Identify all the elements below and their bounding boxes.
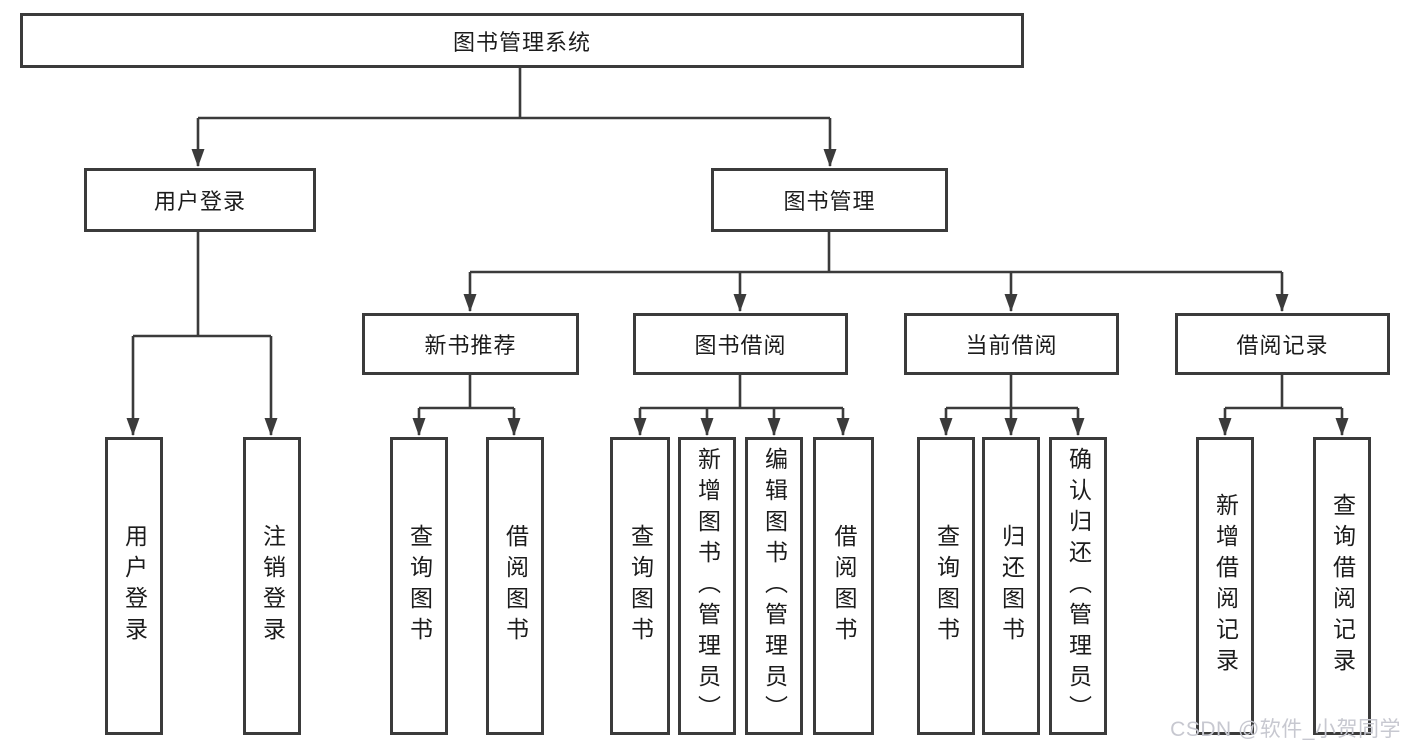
node-label: 用户登录 — [153, 189, 246, 214]
leaf-borrow-add-books-admin: 新增图书（管理员） — [678, 437, 736, 735]
leaf-label: 归还图书 — [998, 524, 1025, 648]
node-current-borrow: 当前借阅 — [904, 313, 1119, 375]
leaf-label: 查询图书 — [933, 524, 960, 648]
leaf-label: 查询图书 — [406, 524, 433, 648]
leaf-borrow-query-books: 查询图书 — [610, 437, 670, 735]
leaf-label: 注销登录 — [259, 524, 286, 648]
leaf-label: 确认归还（管理员） — [1065, 446, 1092, 726]
leaf-records-add-record: 新增借阅记录 — [1196, 437, 1254, 735]
node-label: 当前借阅 — [965, 333, 1058, 358]
leaf-current-confirm-return-admin: 确认归还（管理员） — [1049, 437, 1107, 735]
leaf-label: 借阅图书 — [831, 524, 857, 648]
leaf-logout: 注销登录 — [243, 437, 301, 735]
leaf-label: 新增借阅记录 — [1212, 493, 1239, 679]
leaf-records-query-record: 查询借阅记录 — [1313, 437, 1371, 735]
leaf-label: 编辑图书（管理员） — [761, 446, 788, 726]
csdn-watermark: CSDN @软件_小贺同学 — [1170, 718, 1401, 741]
node-new-book-recommend: 新书推荐 — [362, 313, 579, 375]
node-book-borrow: 图书借阅 — [633, 313, 848, 375]
leaf-label: 新增图书（管理员） — [694, 446, 721, 726]
leaf-label: 用户登录 — [121, 524, 148, 648]
node-label: 新书推荐 — [424, 333, 517, 358]
node-label: 借阅记录 — [1236, 333, 1329, 358]
leaf-label: 借阅图书 — [502, 524, 529, 648]
leaf-user-login: 用户登录 — [105, 437, 163, 735]
leaf-borrow-edit-books-admin: 编辑图书（管理员） — [745, 437, 803, 735]
node-borrow-records: 借阅记录 — [1175, 313, 1390, 375]
node-user-login: 用户登录 — [84, 168, 316, 232]
leaf-borrow-borrow-books: 借阅图书 — [813, 437, 874, 735]
node-library-management-system: 图书管理系统 — [20, 13, 1024, 68]
leaf-current-query-books: 查询图书 — [917, 437, 975, 735]
leaf-recommend-borrow-books: 借阅图书 — [486, 437, 544, 735]
leaf-label: 查询图书 — [627, 524, 654, 648]
leaf-current-return-books: 归还图书 — [982, 437, 1040, 735]
node-label: 图书管理系统 — [452, 29, 591, 55]
leaf-label: 查询借阅记录 — [1329, 493, 1356, 679]
node-label: 图书借阅 — [694, 333, 787, 358]
node-book-management: 图书管理 — [711, 168, 948, 232]
leaf-recommend-query-books: 查询图书 — [390, 437, 448, 735]
node-label: 图书管理 — [783, 189, 876, 214]
